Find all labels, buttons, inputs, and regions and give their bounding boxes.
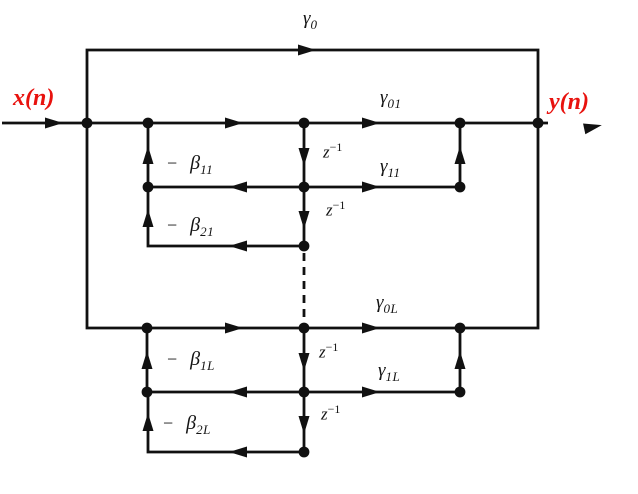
- arrow-beta21-left: [229, 240, 247, 252]
- arrow-delayL1-down: [298, 353, 310, 371]
- arrow-input-right: [45, 117, 63, 129]
- gain-label-gamma0L: γ0L: [376, 292, 399, 316]
- beta-symbol: β: [190, 348, 201, 370]
- arrow-tapL-up: [454, 351, 466, 369]
- node-dot: [141, 386, 153, 398]
- arrow-beta11-left: [229, 181, 247, 193]
- arrow-beta1L-left: [229, 386, 247, 398]
- input-signal-label: x(n): [13, 85, 55, 111]
- wire-direct-branch-gamma0: [85, 48, 540, 123]
- wire-feedback-beta2L: [146, 392, 304, 454]
- node-dot: [298, 446, 310, 458]
- arrow-gamma0L-right: [362, 322, 380, 334]
- beta-symbol: β: [190, 214, 201, 236]
- coeff-label-beta21: −β21: [167, 214, 214, 239]
- delay-exponent: −1: [332, 198, 346, 212]
- arrow-adder1b-up: [142, 209, 154, 227]
- coeff-label-beta2L: −β2L: [163, 412, 211, 437]
- arrow-tap1-up: [454, 146, 466, 164]
- arrow-adderLb-up: [142, 413, 154, 431]
- node-dot: [298, 386, 310, 398]
- delay-label-2: z−1: [326, 198, 346, 220]
- z-symbol: z: [323, 142, 330, 162]
- node-dot: [142, 117, 154, 129]
- delay-label-4: z−1: [321, 402, 341, 424]
- node-dot: [298, 240, 310, 252]
- wire-sectionL-input-path: [85, 123, 460, 330]
- beta2L-subscript: 2L: [196, 422, 211, 437]
- wires: [2, 48, 548, 454]
- delay-label-3: z−1: [319, 340, 339, 362]
- coeff-label-beta11: −β11: [167, 152, 213, 177]
- gain-label-gamma01: γ01: [380, 87, 402, 111]
- wire-feedback-beta21: [146, 187, 304, 248]
- arrow-main1-right: [225, 117, 243, 129]
- delay-exponent: −1: [329, 140, 343, 154]
- delay-exponent: −1: [327, 402, 341, 416]
- arrow-gamma01-right: [362, 117, 380, 129]
- arrowheads: [45, 44, 602, 458]
- gamma-symbol: γ: [376, 292, 384, 313]
- gain-label-gamma0: γ0: [303, 8, 318, 32]
- arrow-gamma1L-right: [362, 386, 380, 398]
- beta1L-subscript: 1L: [200, 358, 215, 373]
- gain-label-gamma11: γ11: [380, 156, 401, 180]
- arrow-mainL-right: [225, 322, 243, 334]
- minus-sign: −: [163, 413, 174, 433]
- node-dots: [81, 117, 544, 458]
- arrow-beta2L-left: [229, 446, 247, 458]
- wire-sectionL-output-path: [460, 123, 540, 330]
- node-dot: [454, 117, 466, 129]
- arrow-adderLa-up: [141, 351, 153, 369]
- minus-sign: −: [167, 215, 178, 235]
- arrow-adder1a-up: [142, 146, 154, 164]
- gamma1L-subscript: 1L: [385, 368, 401, 384]
- minus-sign: −: [167, 153, 178, 173]
- coeff-label-beta1L: −β1L: [167, 348, 215, 373]
- gamma11-subscript: 11: [387, 164, 401, 180]
- gamma-symbol: γ: [378, 360, 386, 381]
- arrow-delayL2-down: [298, 416, 310, 434]
- arrow-gamma11-right: [362, 181, 380, 193]
- minus-sign: −: [167, 349, 178, 369]
- z-symbol: z: [321, 404, 328, 424]
- z-symbol: z: [326, 200, 333, 220]
- node-dot: [532, 117, 544, 129]
- gamma-symbol: γ: [380, 156, 388, 177]
- node-dot: [454, 181, 466, 193]
- beta-symbol: β: [190, 152, 201, 174]
- beta-symbol: β: [186, 412, 197, 434]
- beta21-subscript: 21: [200, 224, 215, 239]
- arrow-delay1-down: [298, 148, 310, 166]
- node-dot: [298, 117, 310, 129]
- node-dot: [454, 322, 466, 334]
- z-symbol: z: [319, 342, 326, 362]
- node-dot: [454, 386, 466, 398]
- delay-label-1: z−1: [323, 140, 343, 162]
- arrow-delay2-down: [298, 211, 310, 229]
- arrow-output-right: [583, 123, 602, 135]
- beta11-subscript: 11: [200, 162, 214, 177]
- node-dot: [141, 322, 153, 334]
- gamma01-subscript: 01: [387, 95, 402, 111]
- node-dot: [298, 181, 310, 193]
- delay-exponent: −1: [325, 340, 339, 354]
- node-dot: [142, 181, 154, 193]
- gamma-symbol: γ: [380, 87, 388, 108]
- gain-label-gamma1L: γ1L: [378, 360, 401, 384]
- node-dot: [81, 117, 93, 129]
- output-signal-label: y(n): [549, 89, 589, 115]
- gamma0-subscript: 0: [310, 16, 318, 32]
- gamma-symbol: γ: [303, 8, 311, 29]
- gamma0L-subscript: 0L: [383, 300, 399, 316]
- arrow-gamma0-right: [298, 44, 316, 56]
- node-dot: [298, 322, 310, 334]
